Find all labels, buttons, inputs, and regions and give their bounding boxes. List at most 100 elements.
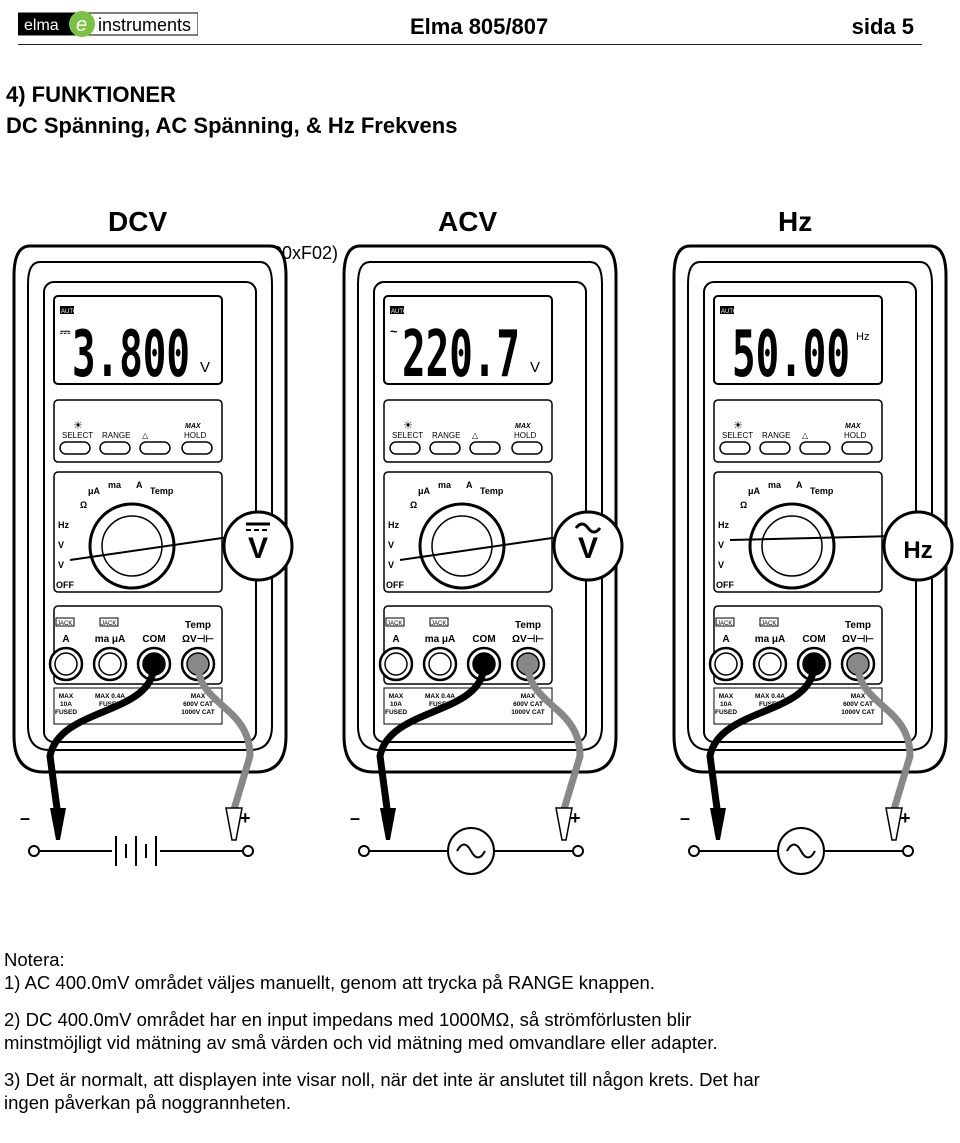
auto-badge [60,306,74,314]
black-probe [710,808,726,840]
jack-box-ma-text: JACK [431,621,446,627]
rating-2-line-2: 1000V CAT [181,709,215,716]
grey-test-lead [854,663,914,818]
black-test-lead [46,663,158,817]
button-panel [713,399,883,463]
jack-label-0: A [62,634,69,645]
dial-label-1: V [58,540,64,550]
positive-sign: + [900,808,911,828]
rating-0-line-1: 10A [60,701,72,708]
button-0 [59,441,91,455]
mode-label-dcv: DCV [108,206,168,237]
dial-label-5: ma [768,480,782,490]
dial-label-4: μA [418,486,431,496]
negative-sign: – [680,808,690,828]
dial-label-3: OFF [386,580,404,590]
lcd-mode-symbol: ~ [390,324,398,339]
button-panel [383,399,553,463]
lcd-unit: V [200,359,210,376]
button-label-2: △ [802,431,809,440]
dial-label-1: V [388,540,394,550]
jack-label-1: ma μA [95,634,126,645]
ac-wave [456,843,486,859]
dial-label-0: Hz [718,520,729,530]
elma-instruments-logo: elma e instruments [18,11,198,37]
dial-label-4: μA [88,486,101,496]
temp-label: Temp [515,620,541,631]
ac-wave [786,843,816,859]
rating-0-line-0: MAX [389,693,404,700]
jack-box-a-text: JACK [387,621,402,627]
max-label: MAX [845,423,862,430]
jack-box-ma [429,617,449,627]
jack-label-2: COM [142,634,165,645]
terminal-right [242,845,254,857]
rating-2-line-2: 1000V CAT [511,709,545,716]
jack-socket-0 [714,652,738,676]
button-2 [139,441,171,455]
note-3-line-2: ingen påverkan på noggrannheten. [4,1092,291,1113]
dial-label-0: Hz [388,520,399,530]
rating-2-line-0: MAX [191,693,206,700]
jack-box-a [385,617,405,627]
lcd-reading: 50.00 [732,318,850,392]
button-label-1: RANGE [762,431,790,440]
grey-probe [225,807,243,841]
button-0 [719,441,751,455]
light-icon: ☀ [403,419,413,432]
positive-sign: + [240,808,251,828]
note-1: 1) AC 400.0mV området väljes manuellt, g… [4,972,655,993]
rating-0-line-1: 10A [390,701,402,708]
rating-2-line-0: MAX [521,693,536,700]
auto-badge [720,306,734,314]
rating-0-line-1: 10A [720,701,732,708]
dial-label-8: Ω [80,500,87,510]
button-label-0: SELECT [392,431,423,440]
jack-box-ma [759,617,779,627]
page-number: sida 5 [851,14,914,39]
rating-1-line-0: MAX 0.4A [755,693,785,700]
rating-2-line-1: 600V CAT [513,701,543,708]
selector-pointer [69,535,237,561]
dial-label-4: μA [748,486,761,496]
jack-socket-1 [758,652,782,676]
button-label-0: SELECT [722,431,753,440]
jack-label-3: ΩV⊣⊢ [512,634,544,645]
dial-label-6: A [466,480,473,490]
dial-label-7: Temp [150,486,174,496]
button-label-3: HOLD [844,431,866,440]
terminal-left [688,845,700,857]
max-label: MAX [185,423,202,430]
function-callout [552,510,624,582]
function-callout [882,510,954,582]
selector-pointer [729,535,897,541]
rating-2-line-0: MAX [851,693,866,700]
terminal-right [572,845,584,857]
dial-label-2: V [718,560,724,570]
dial-label-8: Ω [410,500,417,510]
dial-label-6: A [136,480,143,490]
section-subtitle: DC Spänning, AC Spänning, & Hz Frekvens [6,113,458,138]
rating-0-line-0: MAX [59,693,74,700]
button-1 [99,441,131,455]
function-callout-label: V [248,532,268,565]
svg-text:instruments: instruments [98,15,191,35]
dial-label-5: ma [108,480,122,490]
rating-0-line-2: FUSED [715,709,737,716]
svg-text:e: e [76,14,87,36]
dial-knob [101,515,163,577]
dial-label-2: V [58,560,64,570]
jack-label-0: A [392,634,399,645]
auto-badge-text: AUTO [721,309,738,315]
notes-heading: Notera: [4,949,65,970]
light-icon: ☀ [73,419,83,432]
jack-label-2: COM [802,634,825,645]
button-label-3: HOLD [184,431,206,440]
button-label-2: △ [472,431,479,440]
dial-label-5: ma [438,480,452,490]
function-callout-label: V [578,532,598,565]
button-0 [389,441,421,455]
